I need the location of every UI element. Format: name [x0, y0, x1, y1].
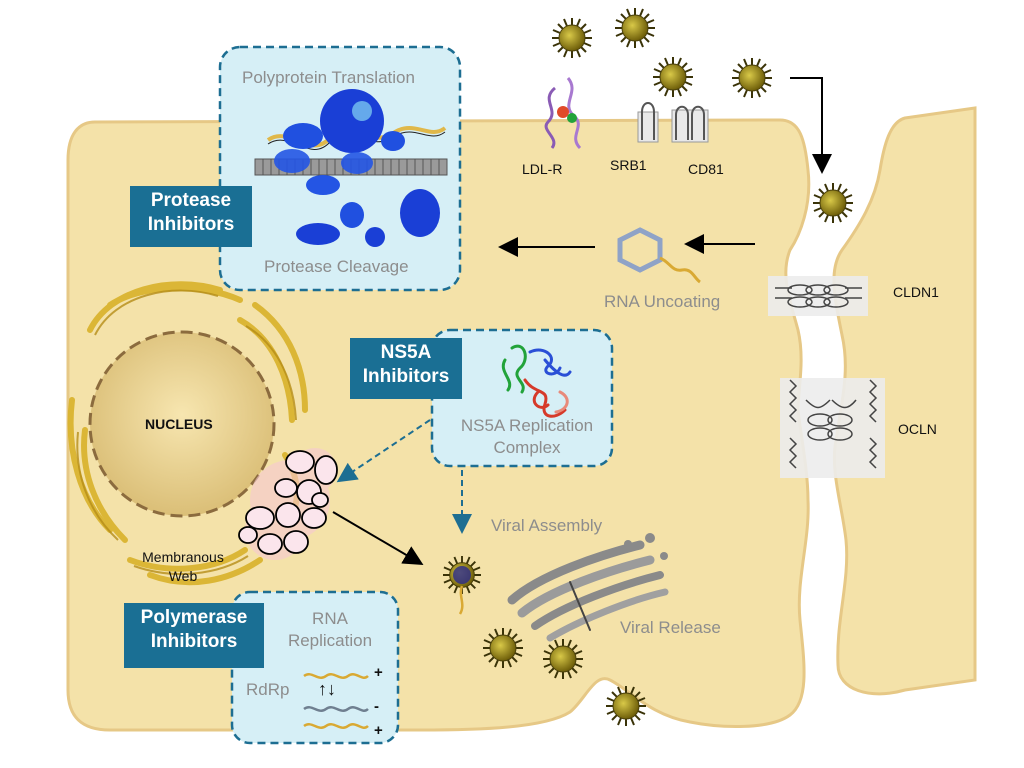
membranous-web-label: Membranous Web [138, 548, 228, 586]
minus-strand-sign: - [374, 698, 379, 715]
viral-release-label: Viral Release [620, 618, 721, 637]
ns5a-complex-label: NS5A Replication Complex [447, 415, 607, 459]
protease-inhibitors-line1: Protease [150, 190, 232, 211]
membranous-web-line2: Web [168, 568, 198, 584]
plus-strand-top-sign: + [374, 664, 383, 681]
protein-blobs [274, 89, 440, 247]
srb1-receptor [637, 102, 659, 143]
protease-inhibitors-line2: Inhibitors [147, 214, 235, 235]
rna-strands [303, 673, 369, 729]
nucleus [88, 330, 276, 518]
ns5a-complex-line1: NS5A Replication [460, 416, 594, 435]
rna-uncoating-label: RNA Uncoating [604, 292, 721, 311]
rna-replication-label: RNA Replication [275, 608, 385, 652]
inhibition-arrows [336, 419, 472, 534]
replication-arrows-icon: ↑↓ [318, 679, 336, 699]
rna-replication-line2: Replication [287, 631, 373, 650]
rdrp-label: RdRp [246, 680, 290, 699]
plus-strand-bottom-sign: + [374, 722, 383, 739]
protease-cleavage-label: Protease Cleavage [264, 257, 409, 276]
srb1-label: SRB1 [610, 157, 647, 173]
uncoating-capsid [617, 227, 701, 284]
membranous-web-vesicles [238, 448, 338, 560]
membranous-web-line1: Membranous [142, 549, 224, 565]
protease-inhibitors-box: Protease Inhibitors [130, 186, 252, 247]
golgi [507, 533, 669, 642]
polymerase-inhibitors-box: Polymerase Inhibitors [124, 603, 264, 668]
cldn1-junction [768, 276, 868, 316]
er-stacks-shade [76, 289, 297, 575]
ns5a-inhibitors-line1: NS5A [380, 342, 432, 363]
ns5a-inhibitors-box: NS5A Inhibitors [350, 338, 462, 399]
assembling-virion [442, 555, 482, 615]
rna-replication-line1: RNA [312, 609, 348, 628]
ldlr-label: LDL-R [522, 161, 563, 177]
viral-assembly-label: Viral Assembly [491, 516, 603, 535]
cd81-label: CD81 [688, 161, 724, 177]
cldn1-label: CLDN1 [893, 284, 939, 300]
polymerase-inhibitors-line2: Inhibitors [150, 631, 238, 652]
process-arrows [332, 77, 832, 566]
polyprotein-translation-label: Polyprotein Translation [242, 68, 415, 87]
ns5a-complex-line2: Complex [493, 438, 561, 457]
nucleus-label: NUCLEUS [145, 416, 213, 432]
ocln-label: OCLN [898, 421, 937, 437]
cd81-receptor [671, 105, 709, 143]
ldlr-receptor [544, 77, 582, 150]
ocln-junction [780, 378, 885, 478]
replication-panel [230, 590, 400, 745]
ns5a-structure [501, 344, 572, 418]
polymerase-inhibitors-line1: Polymerase [140, 607, 248, 628]
ns5a-inhibitors-line2: Inhibitors [362, 366, 450, 387]
